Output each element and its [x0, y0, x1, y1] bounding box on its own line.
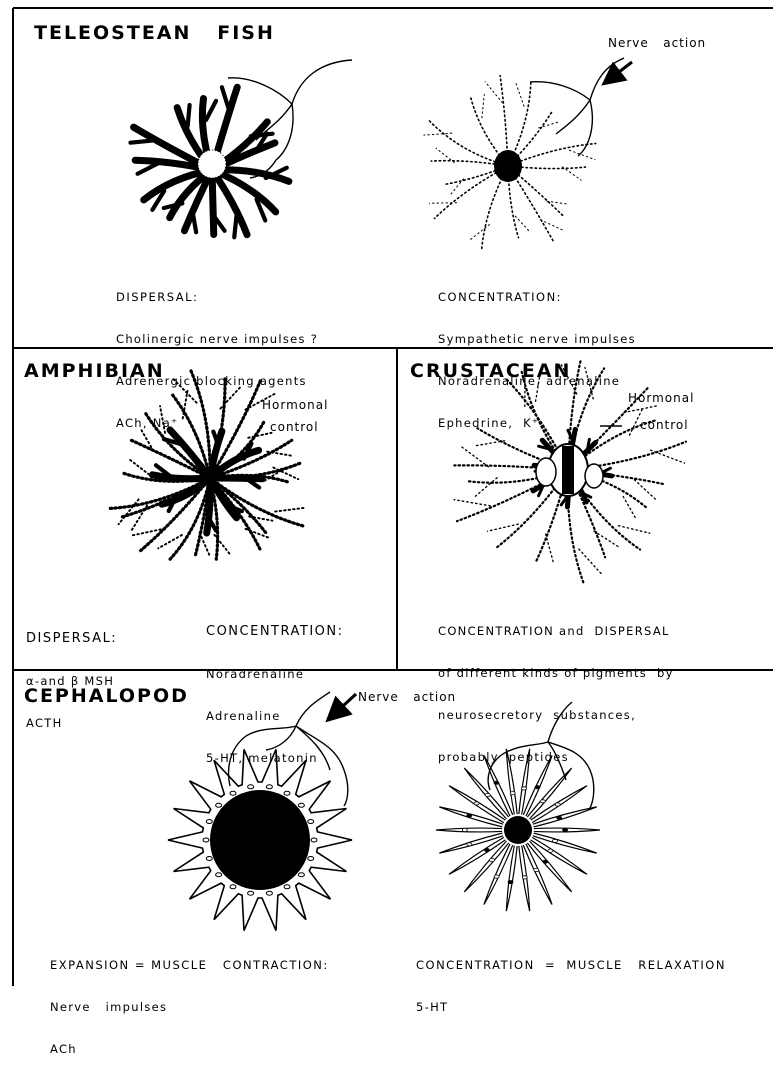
crustacean-hormonal-label: Hormonal: [628, 391, 694, 405]
teleostean-title: TELEOSTEAN FISH: [34, 22, 275, 44]
crustacean-control-label: control: [640, 418, 689, 432]
caption-line: of different kinds of pigments by: [438, 666, 674, 680]
caption-line: Noradrenaline, adrenaline: [438, 374, 636, 388]
caption-line: probably peptides: [438, 750, 674, 764]
amphibian-dispersal-caption: DISPERSAL: α-and β MSH ACTH: [26, 604, 117, 758]
caption-line: Cholinergic nerve impulses ?: [116, 332, 318, 346]
caption-line: Adrenergic blocking agents: [116, 374, 318, 388]
chromatophore-figure: TELEOSTEAN FISH AMPHIBIAN CRUSTACEAN CEP…: [0, 0, 773, 986]
caption-line: 5-HT, melatonin: [206, 751, 344, 765]
cephalopod-concentration-caption: CONCENTRATION = MUSCLE RELAXATION 5-HT: [416, 930, 726, 1042]
caption-line: Ephedrine, K⁺: [438, 416, 636, 430]
cephalopod-expansion-caption: EXPANSION = MUSCLE CONTRACTION: Nerve im…: [50, 930, 329, 1084]
teleostean-nerve-arrow: [606, 62, 632, 82]
amphibian-concentration-caption: CONCENTRATION: Noradrenaline Adrenaline …: [206, 597, 344, 793]
caption-heading: DISPERSAL:: [116, 290, 318, 304]
caption-heading: CONCENTRATION:: [206, 625, 344, 639]
teleostean-right-nerve: [530, 58, 624, 156]
teleostean-concentrated-nucleus: [494, 150, 522, 182]
caption-line: α-and β MSH: [26, 674, 117, 688]
teleostean-dispersed-melanophore: [130, 87, 288, 237]
caption-line: Noradrenaline: [206, 667, 344, 681]
caption-line: ACh, Na⁺: [116, 416, 318, 430]
teleostean-dispersal-caption: DISPERSAL: Cholinergic nerve impulses ? …: [116, 262, 318, 458]
figure-illustrations: [0, 0, 773, 986]
caption-line: CONCENTRATION and DISPERSAL: [438, 624, 674, 638]
caption-line: 5-HT: [416, 1000, 726, 1014]
caption-heading: CONCENTRATION = MUSCLE RELAXATION: [416, 958, 726, 972]
cephalopod-pigment-sac: [210, 790, 310, 890]
cephalopod-contracted-sac: [504, 816, 532, 844]
panel-frame: [13, 8, 773, 986]
caption-line: Sympathetic nerve impulses: [438, 332, 636, 346]
caption-line: ACTH: [26, 716, 117, 730]
caption-heading: EXPANSION = MUSCLE CONTRACTION:: [50, 958, 329, 972]
caption-heading: CONCENTRATION:: [438, 290, 636, 304]
caption-line: Nerve impulses: [50, 1000, 329, 1014]
teleostean-left-nerve: [228, 60, 352, 178]
teleostean-concentration-caption: CONCENTRATION: Sympathetic nerve impulse…: [438, 262, 636, 458]
crustacean-caption: CONCENTRATION and DISPERSAL of different…: [438, 596, 674, 792]
caption-line: ACh: [50, 1042, 329, 1056]
teleostean-nerve-action-label: Nerve action: [608, 36, 706, 50]
caption-line: neurosecretory substances,: [438, 708, 674, 722]
caption-line: Adrenaline: [206, 709, 344, 723]
caption-heading: DISPERSAL:: [26, 632, 117, 646]
